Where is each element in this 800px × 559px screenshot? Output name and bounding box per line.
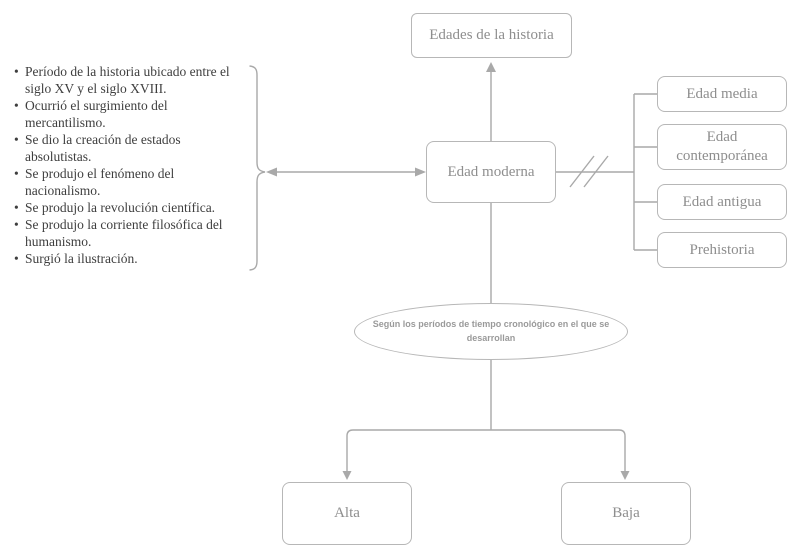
node-edad-contemporanea: Edad contemporánea [657,124,787,170]
note-text: Se produjo el fenómeno del nacionalismo. [25,165,174,199]
bullet-marker: • [14,251,19,266]
arrowhead-down-alta-icon [342,471,352,480]
note-text: Período de la historia ubicado entre el … [25,63,230,97]
note-line: Surgió la ilustración. [25,251,138,266]
note-line: nacionalismo. [25,183,101,198]
notes-list: • Período de la historia ubicado entre e… [14,63,264,267]
criterion-ellipse: Según los períodos de tiempo cronológico… [354,303,628,360]
note-item: • Se dio la creación de estados absoluti… [14,131,264,165]
node-label: Prehistoria [689,241,755,258]
edge-split-to-baja [491,429,626,471]
notes-brace [249,65,266,271]
arrowhead-right-icon [415,167,426,177]
node-edad-moderna: Edad moderna [426,141,556,203]
node-label: Baja [612,505,640,522]
note-text: Ocurrió el surgimiento del mercantilismo… [25,97,168,131]
note-line: Se produjo el fenómeno del [25,166,175,181]
arrowhead-down-baja-icon [620,471,630,480]
edge-split-to-alta [346,429,491,471]
node-label: Edad moderna [447,163,535,180]
criterion-line: Según los períodos de tiempo cronológico… [372,319,610,329]
bullet-marker: • [14,200,19,215]
node-edad-antigua: Edad antigua [657,184,787,220]
bullet-marker: • [14,217,19,232]
broken-link-slash-icon [583,155,609,188]
note-line: Período de la historia ubicado entre el [25,64,230,79]
note-line: mercantilismo. [25,115,106,130]
note-line: absolutistas. [25,149,92,164]
bullet-marker: • [14,132,19,147]
node-edades-historia: Edades de la historia [411,13,572,58]
bullet-marker: • [14,166,19,181]
note-text: Se dio la creación de estados absolutist… [25,131,181,165]
note-item: • Ocurrió el surgimiento del mercantilis… [14,97,264,131]
note-text: Surgió la ilustración. [25,250,138,267]
node-edad-media: Edad media [657,76,787,112]
node-label: Edades de la historia [429,27,554,44]
note-line: Se produjo la corriente filosófica del [25,217,223,232]
note-line: Se dio la creación de estados [25,132,181,147]
node-baja: Baja [561,482,691,545]
bullet-marker: • [14,64,19,79]
broken-link-slash-icon [569,155,595,188]
arrowhead-up-icon [486,62,496,72]
note-line: Se produjo la revolución científica. [25,200,216,215]
note-item: • Se produjo la revolución científica. [14,199,264,216]
note-line: siglo XV y el siglo XVIII. [25,81,167,96]
node-label: Edad antigua [682,193,762,210]
note-item: • Surgió la ilustración. [14,250,264,267]
note-item: • Período de la historia ubicado entre e… [14,63,264,97]
node-label: Edad contemporánea [676,129,768,164]
note-line: Ocurrió el surgimiento del [25,98,168,113]
note-text: Se produjo la revolución científica. [25,199,215,216]
note-text: Se produjo la corriente filosófica del h… [25,216,223,250]
note-line: humanismo. [25,234,92,249]
node-prehistoria: Prehistoria [657,232,787,268]
criterion-line: desarrollan [466,332,516,343]
bullet-marker: • [14,98,19,113]
node-label: Edad media [686,85,758,102]
arrowhead-left-icon [266,167,277,177]
node-label: Alta [334,505,360,522]
node-alta: Alta [282,482,412,545]
note-item: • Se produjo el fenómeno del nacionalism… [14,165,264,199]
note-item: • Se produjo la corriente filosófica del… [14,216,264,250]
